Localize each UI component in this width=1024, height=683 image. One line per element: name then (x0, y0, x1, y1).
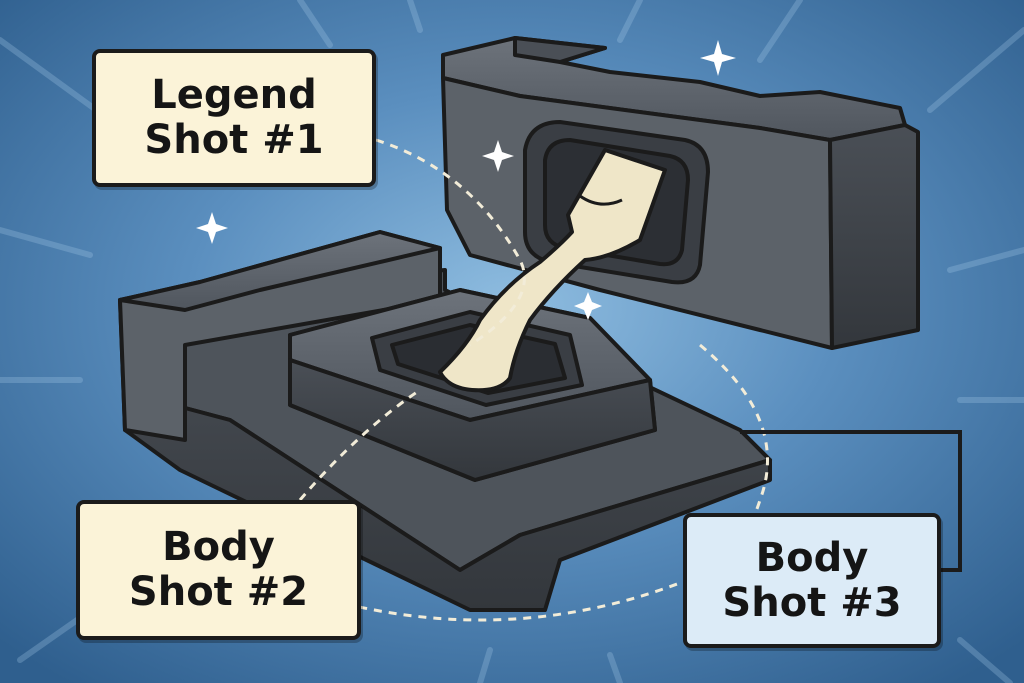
callout-legend-shot-1: Legend Shot #1 (92, 49, 376, 187)
callout-body-shot-3-line1: Body (755, 534, 869, 581)
sparkle-icon (574, 292, 602, 320)
leader-line-shot-1 (375, 138, 526, 347)
molten-material (438, 148, 667, 393)
sparkle-icon (482, 140, 514, 172)
leader-line-shot-3-solid (740, 430, 962, 572)
leader-line-shot-2-lower (329, 573, 701, 622)
callout-body-shot-3-line2: Shot #3 (722, 579, 902, 626)
callout-body-shot-2-line1: Body (162, 524, 275, 571)
leader-line-shot-2 (298, 388, 421, 501)
callout-body-shot-2-line2: Shot #2 (128, 569, 309, 615)
callout-body-shot-2: Body Shot #2 (76, 500, 361, 640)
callout-legend-shot-1-line2: Shot #1 (144, 117, 324, 163)
sparkle-icon (196, 212, 228, 244)
sparkle-icon (700, 40, 736, 76)
callout-legend-shot-1-line1: Legend (151, 72, 317, 119)
callout-body-shot-3: Body Shot #3 (683, 513, 941, 648)
